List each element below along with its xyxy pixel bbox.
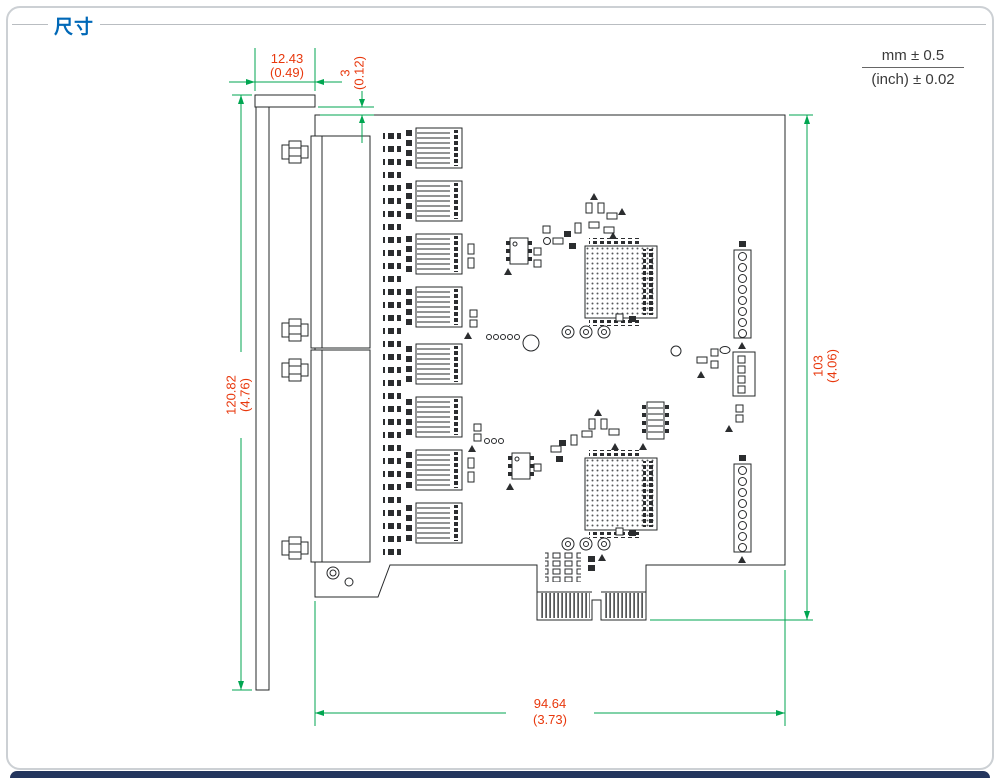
dim-board-width-mm: 94.64: [534, 696, 567, 711]
pcie-gold-fingers-a: [539, 593, 590, 618]
dim-top-offset-mm: 3: [337, 69, 352, 76]
bracket-flange: [254, 94, 316, 108]
dsub-connector-top: [310, 135, 371, 349]
mounting-hole: [326, 566, 340, 580]
title-rule-left: [12, 24, 48, 25]
dimension-lines: [229, 48, 813, 726]
content-frame: [6, 6, 994, 770]
mid-pads-bottom: [468, 423, 636, 551]
dim-bracket-width-mm: 12.43: [271, 51, 304, 66]
tolerance-note: mm ± 0.5 (inch) ± 0.02: [862, 47, 964, 88]
passives-cluster-top: [542, 193, 626, 249]
dim-board-width-inch: (3.73): [533, 712, 567, 727]
jumper-block: [545, 552, 606, 582]
dim-bracket-height-inch: (4.76): [237, 378, 252, 412]
smd-pad-column: [383, 128, 401, 558]
ic-large-top: [584, 237, 658, 327]
mid-pads-top: [464, 309, 682, 357]
dsub-connector-bottom: [310, 349, 371, 563]
mounting-hole: [344, 577, 354, 587]
dim-bracket-height-mm: 120.82: [223, 375, 238, 415]
bracket-bar: [255, 106, 270, 691]
ic-large-bottom: [584, 449, 658, 539]
dim-board-height-inch: (4.06): [824, 349, 839, 383]
pin-header-top: [733, 249, 752, 339]
dimension-labels: 12.43 (0.49) 3 (0.12) 120.82 (4.76) 103 …: [223, 51, 839, 727]
dim-top-offset-inch: (0.12): [351, 56, 366, 90]
section-title: 尺寸: [54, 17, 95, 38]
pin-header-bottom: [733, 463, 752, 553]
mounting-hole: [522, 334, 540, 352]
dim-board-height-mm: 103: [810, 355, 825, 377]
pcie-gold-fingers-b: [603, 593, 644, 618]
right-components: [639, 241, 756, 563]
soic-ic: [639, 401, 669, 450]
dim-bracket-width-inch: (0.49): [270, 65, 304, 80]
jack-screws: [281, 140, 309, 560]
footer-bar: [10, 771, 990, 778]
pci-bracket: [254, 94, 316, 691]
title-rule-right: [100, 24, 986, 25]
tolerance-inch: (inch) ± 0.02: [871, 71, 955, 88]
tolerance-mm: mm ± 0.5: [862, 47, 964, 68]
